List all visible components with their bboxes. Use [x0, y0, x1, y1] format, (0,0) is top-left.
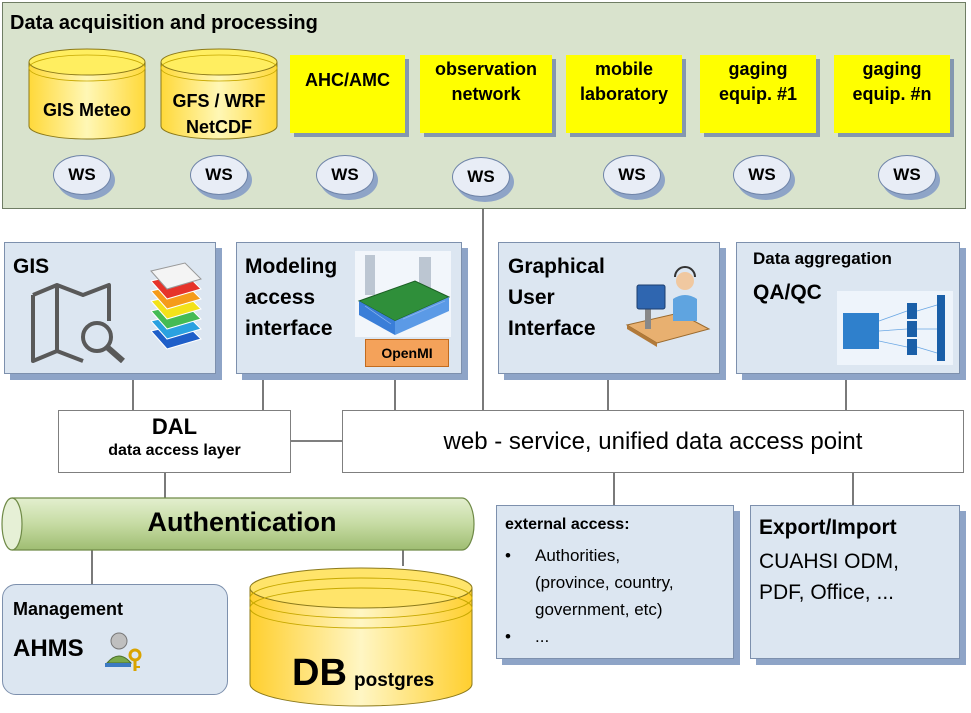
external-access-box: external access: •Authorities, (province… — [496, 505, 734, 659]
ws-node: WS — [190, 155, 248, 195]
external-access-list: •Authorities, (province, country, govern… — [505, 542, 674, 650]
user-at-computer-icon — [625, 266, 711, 347]
data-acquisition-title: Data acquisition and processing — [10, 12, 318, 34]
data-aggregation-panel: Data aggregation QA/QC — [736, 242, 960, 374]
source-label-line2: NetCDF — [186, 117, 252, 137]
model-terrain-icon — [355, 251, 451, 337]
ws-node: WS — [733, 155, 791, 195]
neural-network-icon — [837, 291, 953, 365]
source-label: AHC/AMC — [305, 69, 390, 90]
gui-panel: Graphical User Interface — [498, 242, 720, 374]
gui-title: Graphical User Interface — [508, 251, 605, 344]
gis-meteo-cylinder: GIS Meteo — [28, 48, 146, 140]
source-label-line1: mobile — [594, 59, 653, 79]
authentication-label: Authentication — [147, 507, 337, 537]
gaging-equip-n-box: gaging equip. #n — [834, 55, 950, 133]
modeling-title-line1: Modeling — [245, 255, 338, 278]
modeling-title-line2: access — [245, 286, 316, 309]
export-import-box: Export/Import CUAHSI ODM, PDF, Office, .… — [750, 505, 960, 659]
gui-title-line1: Graphical — [508, 255, 605, 278]
data-aggregation-title: Data aggregation — [753, 249, 892, 268]
gis-panel: GIS — [4, 242, 216, 374]
gui-title-line3: Interface — [508, 317, 596, 340]
ahc-amc-box: AHC/AMC — [290, 55, 405, 133]
observation-network-box: observation network — [420, 55, 552, 133]
map-search-icon — [31, 283, 125, 363]
list-item: •Authorities, — [505, 546, 621, 565]
list-item-text: government, etc) — [535, 600, 663, 619]
export-import-title: Export/Import — [759, 516, 897, 539]
web-service-box: web - service, unified data access point — [342, 410, 964, 473]
list-item-text: Authorities, — [535, 546, 621, 565]
source-label-line2: equip. #n — [852, 84, 932, 104]
db-cylinder-icon — [249, 567, 473, 707]
database-cylinder-icon — [160, 48, 278, 140]
db-title: DB — [292, 652, 347, 694]
modeling-title: Modeling access interface — [245, 251, 337, 344]
list-item-text: (province, country, — [535, 573, 674, 592]
dal-box: DAL data access layer — [58, 410, 291, 473]
openmi-badge: OpenMI — [365, 339, 449, 367]
ws-node: WS — [53, 155, 111, 195]
gis-title: GIS — [13, 255, 50, 278]
source-label-line1: observation — [434, 59, 538, 79]
authentication-pipe — [1, 497, 475, 551]
ws-node: WS — [452, 157, 510, 197]
source-label-line2: equip. #1 — [718, 84, 798, 104]
source-label-line1: gaging — [862, 59, 922, 79]
ws-node: WS — [878, 155, 936, 195]
database-cylinder-icon — [28, 48, 146, 140]
mobile-laboratory-box: mobile laboratory — [566, 55, 682, 133]
gfs-wrf-cylinder: GFS / WRF NetCDF — [160, 48, 278, 140]
management-box: Management AHMS — [2, 584, 228, 695]
ws-node: WS — [603, 155, 661, 195]
source-label: GFS / WRF NetCDF — [160, 88, 278, 140]
modeling-title-line3: interface — [245, 317, 333, 340]
list-item: government, etc) — [505, 596, 674, 623]
gis-layers-icon — [150, 262, 202, 350]
gaging-equip-1-box: gaging equip. #1 — [700, 55, 816, 133]
modeling-panel: Modeling access interface OpenMI — [236, 242, 462, 374]
source-label-line1: gaging — [728, 59, 788, 79]
export-format-line2: PDF, Office, ... — [759, 581, 894, 604]
list-item: •... — [505, 627, 550, 646]
db-subtitle: postgres — [354, 670, 435, 691]
user-key-icon — [105, 632, 142, 671]
gui-title-line2: User — [508, 286, 555, 309]
ws-node: WS — [316, 155, 374, 195]
ahms-label: AHMS — [13, 635, 84, 662]
external-access-title: external access: — [505, 516, 630, 533]
source-label: GIS Meteo — [42, 100, 131, 120]
dal-subtitle: data access layer — [108, 442, 241, 459]
list-item-text: ... — [535, 627, 550, 646]
source-label-line1: GFS / WRF — [172, 91, 266, 111]
source-label-line2: laboratory — [579, 84, 669, 104]
export-import-formats: CUAHSI ODM, PDF, Office, ... — [759, 546, 899, 608]
export-format-line1: CUAHSI ODM, — [759, 550, 900, 573]
management-title: Management — [13, 599, 124, 619]
list-item: (province, country, — [505, 569, 674, 596]
dal-title: DAL — [151, 414, 198, 439]
source-label-line2: network — [451, 84, 521, 104]
qaqc-title: QA/QC — [753, 281, 822, 304]
